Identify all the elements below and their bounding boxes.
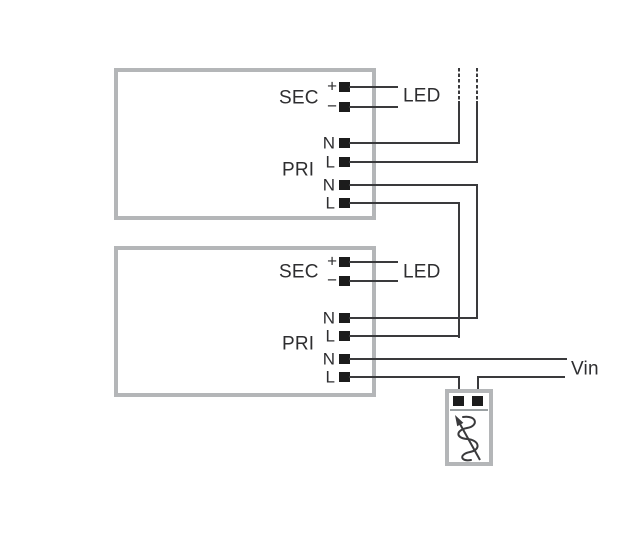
- driver2-pri-label: PRI: [282, 333, 315, 355]
- dimmer-terminal-right: [472, 396, 483, 406]
- driver2-n1-label: N: [322, 308, 335, 328]
- driver2-terminal-pri-n2: [339, 354, 350, 364]
- link-wire-l-driver1-driver2: [458, 202, 460, 338]
- wire-dimmer-to-vin-l: [477, 376, 565, 378]
- driver2-terminal-pri-l2: [339, 372, 350, 382]
- link-wire-n-driver1-driver2: [476, 184, 478, 319]
- driver1-wire-led-plus: [349, 86, 398, 88]
- driver2-terminal-sec-minus: [339, 276, 350, 286]
- driver2-l1-label: L: [325, 326, 335, 346]
- driver1-plus-label: +: [327, 76, 337, 96]
- driver1-wire-n2: [349, 184, 478, 186]
- vin-label: Vin: [571, 358, 599, 380]
- driver2-box: [114, 246, 376, 397]
- driver1-led-label: LED: [403, 85, 441, 107]
- driver2-plus-label: +: [327, 251, 337, 271]
- driver1-wire-led-minus: [349, 106, 398, 108]
- bus-n-upper-riser: [458, 101, 460, 144]
- driver2-wire-n1: [349, 317, 478, 319]
- driver1-terminal-pri-l2: [339, 198, 350, 208]
- bus-l-upper-riser: [476, 101, 478, 163]
- driver1-box: [114, 68, 376, 220]
- dimmer-left-lead: [458, 377, 460, 398]
- driver2-sec-label: SEC: [279, 261, 319, 283]
- phase-cut-dimmer-icon: [455, 415, 481, 462]
- driver2-terminal-pri-l1: [339, 331, 350, 341]
- driver2-l2-label: L: [325, 367, 335, 387]
- driver2-led-label: LED: [403, 261, 441, 283]
- dimmer-right-lead: [477, 377, 479, 398]
- driver1-l1-label: L: [325, 152, 335, 172]
- driver2-wire-l1: [349, 335, 460, 337]
- driver1-sec-label: SEC: [279, 87, 319, 109]
- driver1-terminal-sec-minus: [339, 102, 350, 112]
- driver2-terminal-pri-n1: [339, 313, 350, 323]
- driver1-wire-l1: [349, 161, 478, 163]
- wire-vin-n: [349, 358, 567, 360]
- driver1-l2-label: L: [325, 193, 335, 213]
- driver1-minus-label: −: [327, 96, 337, 116]
- driver2-wire-led-plus: [349, 261, 398, 263]
- driver1-n2-label: N: [322, 175, 335, 195]
- driver2-minus-label: −: [327, 270, 337, 290]
- driver1-terminal-pri-l1: [339, 157, 350, 167]
- driver1-terminal-pri-n1: [339, 138, 350, 148]
- driver1-wire-l2: [349, 202, 460, 204]
- driver1-terminal-sec-plus: [339, 82, 350, 92]
- driver1-n1-label: N: [322, 133, 335, 153]
- driver1-wire-n1: [349, 142, 460, 144]
- bus-l-dashed-continuation: [476, 68, 478, 102]
- driver2-wire-led-minus: [349, 280, 398, 282]
- dimmer-separator-line: [450, 409, 488, 411]
- driver1-terminal-pri-n2: [339, 180, 350, 190]
- driver2-n2-label: N: [322, 349, 335, 369]
- driver1-pri-label: PRI: [282, 159, 315, 181]
- wire-l-to-dimmer: [349, 376, 460, 378]
- bus-n-dashed-continuation: [458, 68, 460, 102]
- driver2-terminal-sec-plus: [339, 257, 350, 267]
- dimmer-terminal-left: [453, 396, 464, 406]
